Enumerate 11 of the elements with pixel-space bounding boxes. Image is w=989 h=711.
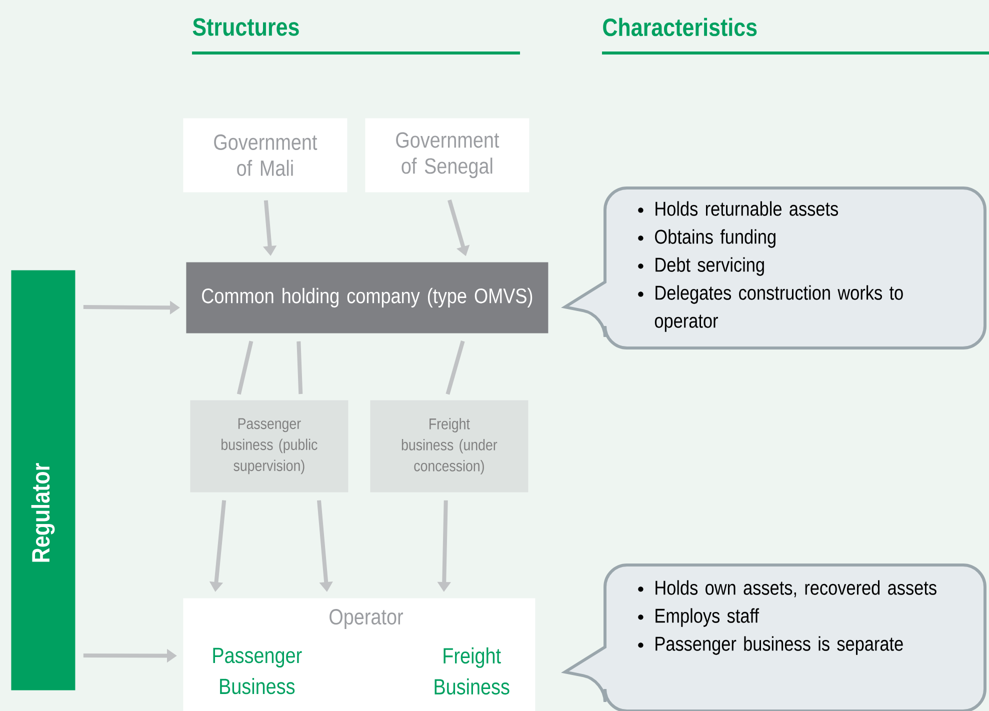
section-heading: Characteristics — [603, 18, 757, 36]
government-box: Government of Mali — [183, 118, 348, 192]
holding-box: Common holding company (type OMVS) — [186, 262, 548, 334]
business-box: Freight business (under concession) — [370, 400, 528, 492]
regulator-bar: Regulator — [11, 270, 76, 690]
government-box: Government of Senegal — [365, 118, 530, 192]
operator-box: Operator Passenger Business Freight Business — [183, 598, 536, 711]
callout-bubble: Holds returnable assets Obtains funding Debt servicing Delegates construction works to operator — [564, 186, 986, 350]
section-heading: Structures — [192, 18, 299, 36]
business-box: Passenger business (public supervision) — [190, 400, 348, 492]
callout-bubble: Holds own assets, recovered assets Employs staff Passenger business is separate — [564, 564, 986, 711]
